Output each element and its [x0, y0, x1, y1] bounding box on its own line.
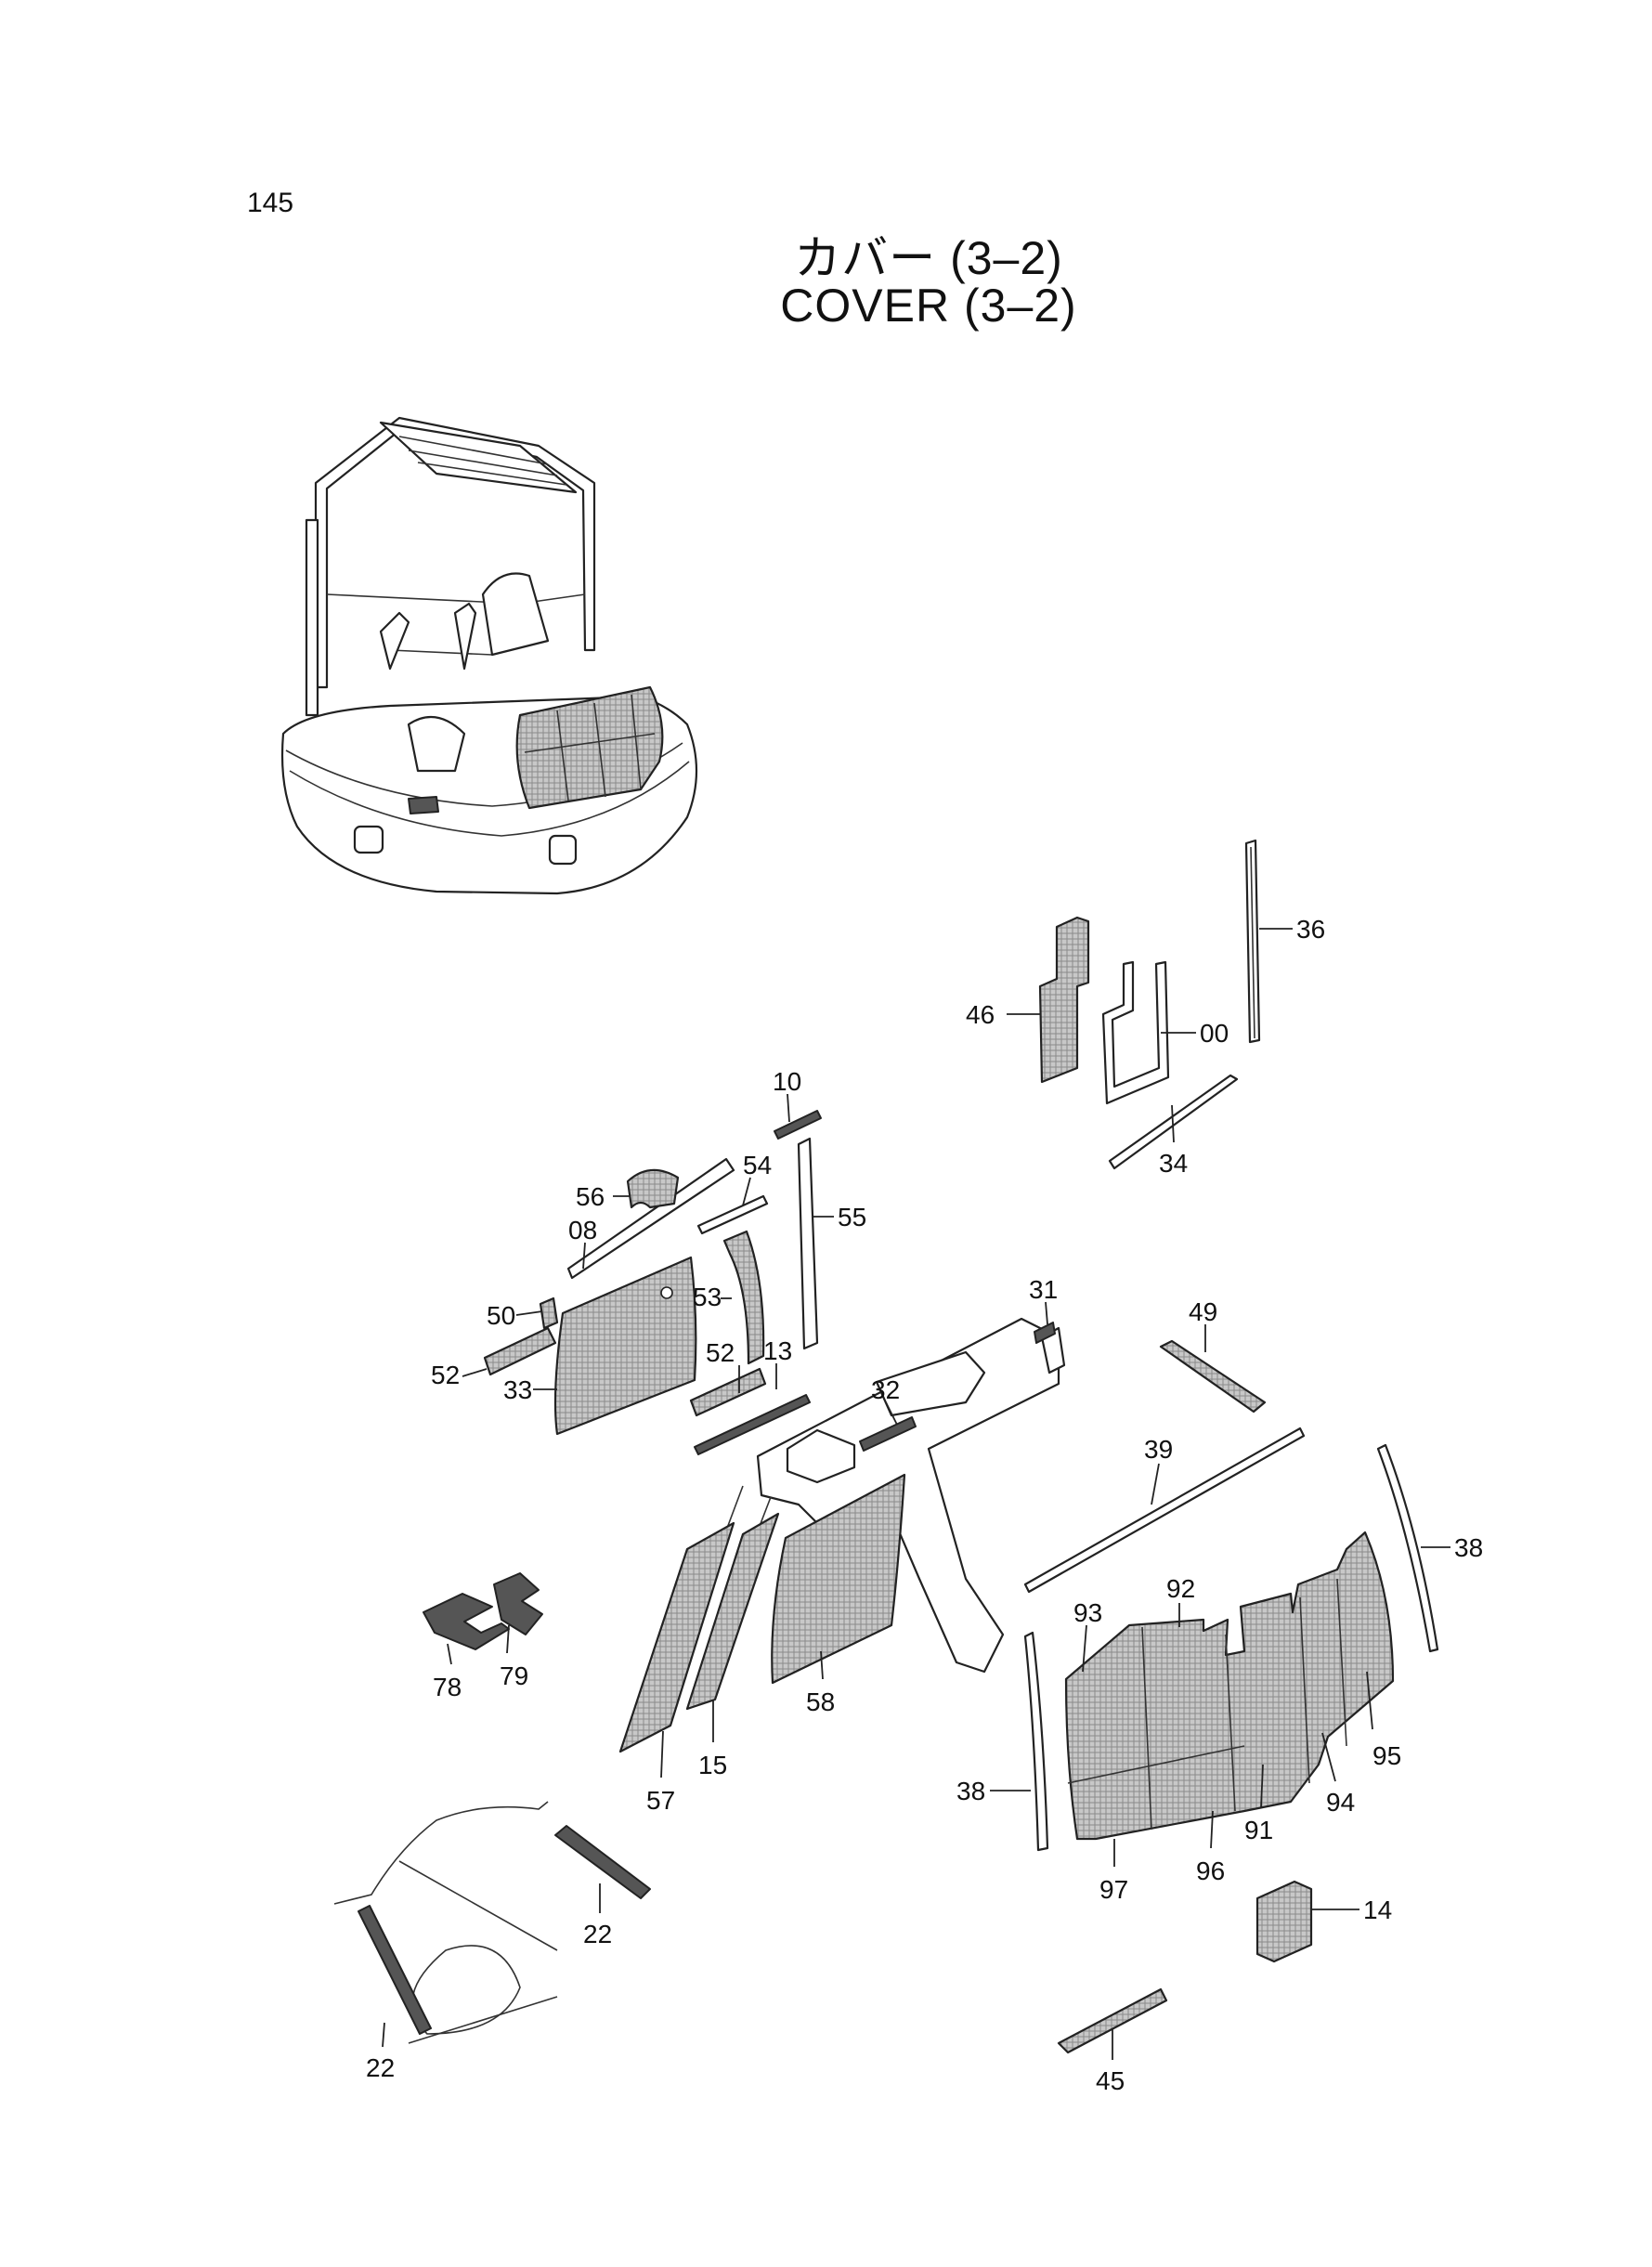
callout-38-left: 38	[956, 1777, 985, 1805]
part-53	[722, 1230, 765, 1365]
callout-31: 31	[1029, 1275, 1058, 1304]
part-38-left	[1023, 1631, 1049, 1852]
callout-55: 55	[838, 1203, 866, 1231]
callout-34: 34	[1159, 1149, 1188, 1178]
callout-96: 96	[1196, 1857, 1225, 1885]
callout-36: 36	[1296, 915, 1325, 944]
callout-32: 32	[871, 1375, 900, 1404]
callout-13: 13	[763, 1336, 792, 1365]
part-36	[1244, 839, 1261, 1044]
callout-95: 95	[1372, 1741, 1401, 1770]
callout-14: 14	[1363, 1896, 1392, 1924]
part-54	[696, 1194, 769, 1235]
callout-08: 08	[568, 1216, 597, 1244]
callout-53: 53	[693, 1283, 722, 1311]
part-14	[1255, 1880, 1313, 1963]
callout-46: 46	[966, 1000, 995, 1029]
part-57	[618, 1521, 735, 1753]
part-22-upper	[554, 1825, 651, 1899]
callout-33: 33	[503, 1375, 532, 1404]
part-79	[493, 1572, 543, 1635]
callout-39: 39	[1144, 1435, 1173, 1464]
callout-92: 92	[1166, 1574, 1195, 1603]
part-32	[859, 1416, 917, 1452]
callout-10: 10	[773, 1067, 801, 1096]
part-10	[774, 1110, 822, 1140]
rear-panel-assembly	[1064, 1531, 1395, 1841]
part-58	[771, 1473, 906, 1685]
callout-49: 49	[1189, 1297, 1217, 1326]
callout-93: 93	[1073, 1598, 1102, 1627]
part-52-left	[483, 1326, 557, 1376]
part-38-right	[1376, 1443, 1439, 1653]
callout-52-middle: 52	[706, 1338, 735, 1367]
part-52-middle	[689, 1367, 767, 1417]
part-13	[694, 1394, 811, 1455]
callout-94: 94	[1326, 1788, 1355, 1817]
callout-22-upper: 22	[583, 1920, 612, 1948]
part-56	[626, 1168, 680, 1209]
callout-labels: 36 46 00 34 10 54 55 56 08 50 53 13 52 5…	[366, 915, 1483, 2095]
page-number: 145	[247, 188, 294, 218]
part-31	[1034, 1322, 1056, 1344]
callout-91: 91	[1244, 1816, 1273, 1844]
callout-38-right: 38	[1454, 1533, 1483, 1562]
part-46	[1038, 916, 1090, 1084]
part-50	[539, 1296, 559, 1330]
callout-54: 54	[743, 1151, 772, 1179]
overview-machine	[280, 416, 698, 895]
callout-78: 78	[433, 1673, 462, 1701]
title-english: COVER (3–2)	[780, 280, 1077, 332]
callout-15: 15	[698, 1751, 727, 1779]
part-39	[1023, 1427, 1306, 1594]
part-78	[423, 1593, 510, 1650]
leader-lines	[382, 928, 1450, 2060]
part-22-lower	[358, 1905, 432, 2035]
callout-57: 57	[646, 1786, 675, 1815]
part-15	[685, 1512, 780, 1711]
callout-52-left: 52	[431, 1361, 460, 1389]
callout-45: 45	[1096, 2066, 1125, 2095]
title-japanese: カバー (3–2)	[794, 232, 1063, 284]
part-55	[797, 1137, 819, 1350]
callout-22-lower: 22	[366, 2053, 395, 2082]
callout-56: 56	[576, 1182, 605, 1211]
part-45	[1057, 1987, 1168, 2054]
callout-00: 00	[1200, 1019, 1229, 1048]
part-49	[1159, 1339, 1267, 1414]
part-00	[1101, 960, 1170, 1105]
callout-79: 79	[500, 1661, 528, 1690]
callout-50: 50	[487, 1301, 515, 1330]
part-33	[553, 1256, 697, 1436]
callout-58: 58	[806, 1687, 835, 1716]
callout-97: 97	[1099, 1875, 1128, 1904]
